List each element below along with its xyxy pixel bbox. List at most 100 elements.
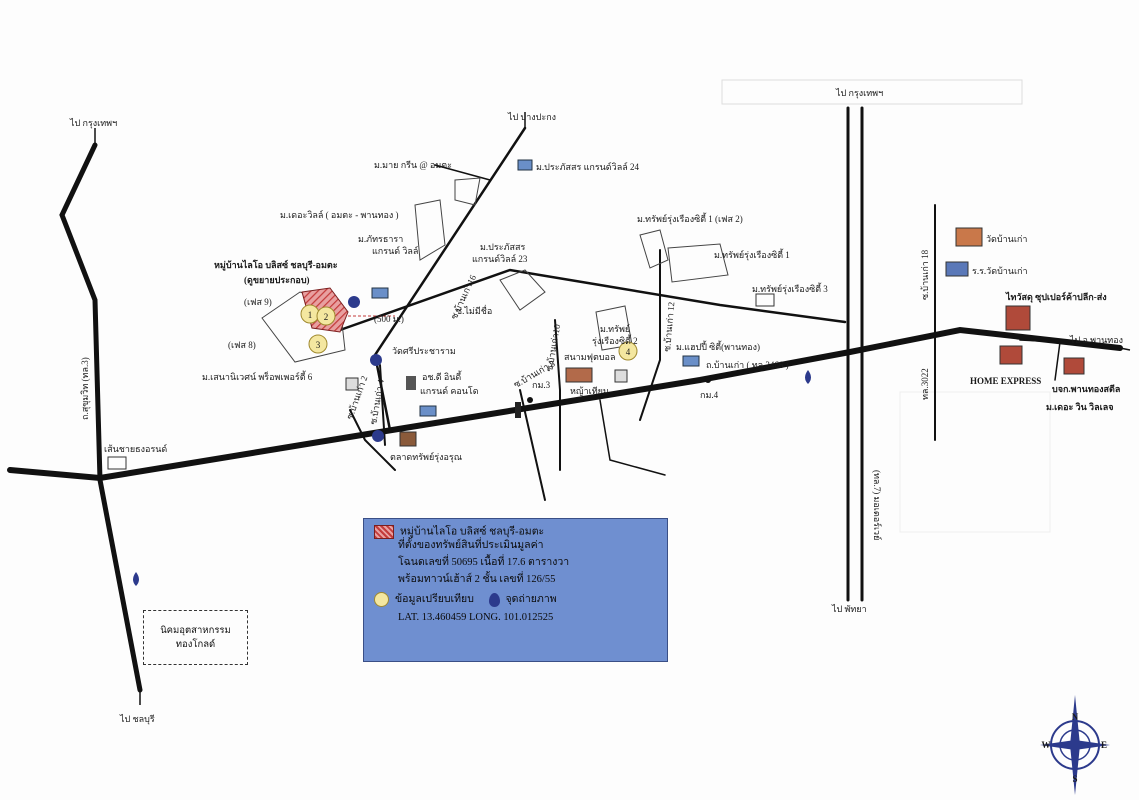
label-phatthara-2: แกรนด์ วิลล์ [372, 245, 418, 256]
label-condo-1: อช.ดี อินดี้ [422, 370, 462, 382]
legend-compare: ข้อมูลเปรียบเทียบ [395, 594, 474, 606]
label-phase-9: (เฟส 9) [244, 297, 272, 307]
legend-box: หมู่บ้านไลโอ บลิสซ์ ชลบุรี-อมตะ ที่ตั้งข… [363, 518, 668, 662]
road-3466 [7, 326, 1123, 482]
outline-phase-8 [261, 291, 346, 363]
svg-text:S: S [1072, 774, 1077, 784]
legend-line-3: โฉนดเลขที่ 50695 เนื้อที่ 17.6 ตารางวา [398, 557, 570, 569]
label-to-bangkok-left: ไป กรุงเทพฯ [69, 118, 117, 129]
label-phatthara-1: ม.ภัทรธารา [358, 234, 403, 244]
road-minor-2 [434, 164, 491, 181]
label-soi-nameless: ซ.ไม่มีชื่อ [456, 304, 492, 316]
label-sap-rung-3: ม.ทรัพย์รุ่งเรืองซิตี้ 3 [752, 282, 828, 295]
label-sap-rung-1: ม.ทรัพย์รุ่งเรืองซิตี้ 1 [714, 248, 790, 261]
outline-sap-rung-1-2 [639, 229, 669, 269]
label-soi-12: ซ.บ้านเก่า 12 [662, 301, 676, 352]
legend-line-1: หมู่บ้านไลโอ บลิสซ์ ชลบุรี-อมตะ [400, 526, 545, 538]
fuel-station-icon [805, 370, 811, 384]
outline-my-green [454, 177, 481, 206]
svg-text:2: 2 [324, 312, 329, 322]
label-condo-2: แกรนด์ คอนโด [420, 385, 479, 396]
road-minor-1 [599, 399, 666, 476]
photo-point-4 [372, 430, 384, 442]
label-subject-1: หมู่บ้านไลโอ บลิสซ์ ชลบุรี-อมตะ [214, 259, 338, 271]
label-phase-8: (เฟส 8) [228, 340, 256, 350]
thaiwatsadu-icon [1005, 305, 1031, 331]
label-road-3022: ทล.3022 [920, 368, 930, 400]
label-mailbox-left: เส้นชายธงอรนด์ [104, 443, 167, 454]
comparable-marker-2: 2 [316, 306, 336, 326]
label-motorway: (ทล.7) มอเตอร์เวย์ [872, 470, 883, 540]
km3-marker [527, 397, 533, 403]
label-wat-bankao: วัดบ้านเก่า [986, 234, 1027, 244]
faded-header-box [721, 79, 1023, 105]
label-prasatsorn-24: ม.ประภัสสร แกรนด์วิลล์ 24 [536, 161, 639, 172]
road-soi-2 [349, 409, 396, 471]
svg-text:3: 3 [316, 340, 321, 350]
label-to-chonburi: ไป ชลบุรี [119, 714, 155, 725]
village-icon-prasatsorn-24 [517, 159, 533, 171]
label-the-win: ม.เดอะ วิน วิลเลจ [1046, 402, 1113, 412]
svg-text:W: W [1042, 740, 1051, 750]
label-subject-2: (ดูขยายประกอบ) [244, 275, 310, 286]
label-home-express: HOME EXPRESS [970, 376, 1041, 386]
faded-box [899, 391, 1051, 533]
road-soi-12 [639, 249, 661, 421]
road-soi-4 [379, 364, 386, 446]
svg-text:N: N [1072, 712, 1079, 722]
label-school-bankao: ร.ร.วัดบ้านเก่า [972, 266, 1028, 276]
photo-point-2 [370, 354, 382, 366]
steel-company-icon [1063, 357, 1085, 375]
football-field-icon [565, 367, 593, 383]
hatch-swatch [374, 525, 394, 539]
label-sap-rung-1-2: ม.ทรัพย์รุ่งเรืองซิตี้ 1 (เฟส 2) [637, 212, 743, 225]
condo-icon [406, 376, 416, 390]
label-wat-sri: วัดศรีประชาราม [392, 346, 456, 356]
photo-point-icon [488, 592, 500, 607]
label-steel-company: บจก.พานทองสตีล [1052, 384, 1120, 394]
svg-text:1: 1 [308, 310, 313, 320]
road-minor-3 [1019, 339, 1061, 381]
label-may-green: ม.มาย กรีน @ อมตะ [374, 160, 452, 170]
svg-text:4: 4 [626, 347, 631, 357]
label-soi-18: ซ.บ้านเก่า 18 [920, 249, 930, 300]
compass-rose: N E W S [1040, 695, 1110, 795]
village-icon-happy-city [682, 355, 700, 367]
arrow-phanthong [1119, 347, 1131, 351]
bank-icon [419, 405, 437, 417]
label-to-bangpakong: ไป บางปะกง [507, 112, 556, 122]
label-km4: กม.4 [700, 390, 719, 400]
photo-point-3 [348, 296, 360, 308]
seven-eleven-icon-2 [614, 369, 628, 383]
outline-prasatsorn-23 [499, 269, 546, 311]
school-icon [945, 261, 969, 277]
road-soi-8 [519, 389, 546, 501]
label-sanamchai: ม.เสนานิเวศน์ พร็อพเพอร์ตี้ 6 [202, 370, 313, 382]
km4-marker [705, 377, 711, 383]
comparable-marker-1: 1 [300, 304, 320, 324]
estate-label-1: นิคมอุตสาหกรรม [160, 626, 231, 636]
label-sap-rung-c2b: รุ่งเรืองซิตี้ 2 [592, 334, 638, 347]
distance-label: (500 ม.) [374, 314, 404, 324]
label-the-villa: ม.เดอะวิลล์ ( อมตะ - พานทอง ) [280, 209, 399, 220]
traffic-light-icon [515, 402, 521, 418]
market-icon [399, 431, 417, 447]
fuel-station-icon-2 [133, 572, 139, 586]
estate-label-2: ทองโกลด์ [175, 640, 216, 650]
legend-photo: จุดถ่ายภาพ [505, 594, 557, 606]
label-to-bangkok-top: ไป กรุงเทพฯ [835, 88, 883, 99]
village-icon-phatthara [371, 287, 389, 299]
label-happy-city: ม.แฮปปี้ ซิตี้(พานทอง) [676, 340, 760, 352]
home-express-icon [999, 345, 1023, 365]
label-market: ตลาดทรัพย์รุ่งอรุณ [390, 451, 462, 463]
label-to-phanthong: ไป อ.พานทอง [1069, 335, 1123, 345]
legend-coords: LAT. 13.460459 LONG. 101.012525 [398, 612, 554, 624]
label-prasatsorn-23b: แกรนด์วิลล์ 23 [472, 253, 528, 264]
temple-icon [955, 227, 983, 247]
comparable-marker-3: 3 [308, 334, 328, 354]
legend-line-4: พร้อมทาวน์เฮ้าส์ 2 ชั้น เลขที่ 126/55 [398, 574, 556, 586]
svg-text:E: E [1101, 740, 1107, 750]
legend-line-2: ที่ตั้งของทรัพย์สินที่ประเมินมูลค่า [398, 540, 544, 552]
outline-the-villa [414, 199, 446, 261]
